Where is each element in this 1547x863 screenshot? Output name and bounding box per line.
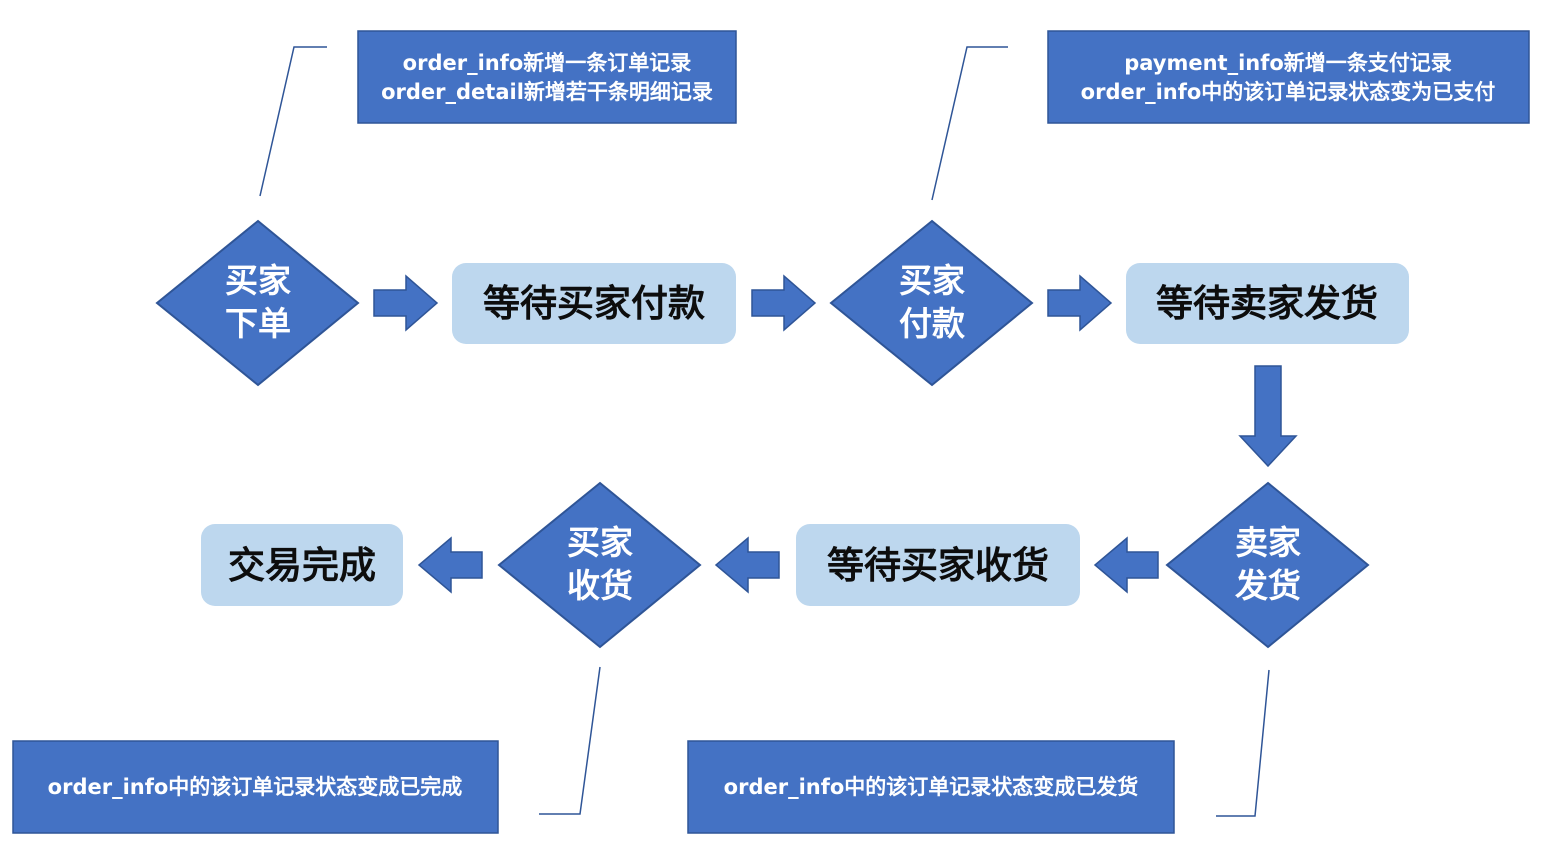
- arrow-right-2: [751, 274, 817, 332]
- decision-buyer-receive-line-2: 收货: [567, 566, 633, 605]
- state-wait-receive-label: 等待买家收货: [827, 544, 1049, 587]
- note-payment-line-2: order_info中的该订单记录状态变为已支付: [1081, 80, 1496, 104]
- arrow-right-1: [373, 274, 439, 332]
- callout-line-order: [259, 46, 327, 197]
- state-wait-ship-label: 等待卖家发货: [1156, 282, 1378, 325]
- decision-seller-ship: 卖家 发货: [1165, 481, 1370, 649]
- decision-seller-ship-shape: [1165, 481, 1370, 649]
- state-wait-ship-box: [1126, 263, 1409, 344]
- arrow-left-3: [417, 536, 483, 594]
- callout-line-received: [539, 666, 601, 815]
- note-shipped-box: [687, 740, 1175, 834]
- decision-buyer-order-line-1: 买家: [225, 261, 291, 300]
- decision-buyer-pay-shape: [829, 219, 1034, 387]
- state-complete-label: 交易完成: [228, 544, 376, 587]
- note-payment-box: [1047, 30, 1530, 124]
- callout-line-shipped: [1216, 669, 1270, 817]
- decision-buyer-receive-shape: [497, 481, 702, 649]
- note-payment: payment_info新增一条支付记录 order_info中的该订单记录状态…: [1047, 30, 1530, 124]
- note-received: order_info中的该订单记录状态变成已完成: [12, 740, 499, 834]
- note-shipped-line-1: order_info中的该订单记录状态变成已发货: [724, 775, 1139, 799]
- decision-buyer-pay-line-2: 付款: [899, 304, 966, 343]
- decision-buyer-order-line-2: 下单: [225, 304, 291, 343]
- note-received-box: [12, 740, 499, 834]
- arrow-left-2: [714, 536, 780, 594]
- state-wait-pay-label: 等待买家付款: [483, 282, 705, 325]
- decision-buyer-pay: 买家 付款: [829, 219, 1034, 387]
- state-wait-receive-box: [796, 524, 1080, 606]
- decision-buyer-pay-line-1: 买家: [899, 261, 965, 300]
- arrow-down-1: [1238, 365, 1298, 468]
- callout-line-payment: [931, 46, 1008, 201]
- decision-buyer-order-shape: [155, 219, 360, 387]
- note-order-line-1: order_info新增一条订单记录: [403, 51, 692, 75]
- arrow-right-3: [1047, 274, 1113, 332]
- state-complete-box: [201, 524, 403, 606]
- state-wait-ship: 等待卖家发货: [1126, 263, 1409, 344]
- state-wait-pay: 等待买家付款: [452, 263, 736, 344]
- decision-seller-ship-line-2: 发货: [1235, 566, 1301, 605]
- note-order: order_info新增一条订单记录 order_detail新增若干条明细记录: [357, 30, 737, 124]
- decision-seller-ship-line-1: 卖家: [1235, 523, 1301, 562]
- decision-buyer-receive: 买家 收货: [497, 481, 702, 649]
- note-order-box: [357, 30, 737, 124]
- state-wait-receive: 等待买家收货: [796, 524, 1080, 606]
- note-payment-line-1: payment_info新增一条支付记录: [1124, 51, 1452, 75]
- decision-buyer-order: 买家 下单: [155, 219, 360, 387]
- note-received-line-1: order_info中的该订单记录状态变成已完成: [48, 775, 463, 799]
- callout-lines: [259, 46, 1270, 817]
- state-complete: 交易完成: [201, 524, 403, 606]
- decision-buyer-receive-line-1: 买家: [567, 523, 633, 562]
- note-order-line-2: order_detail新增若干条明细记录: [381, 80, 713, 104]
- note-shipped: order_info中的该订单记录状态变成已发货: [687, 740, 1175, 834]
- arrow-left-1: [1093, 536, 1159, 594]
- state-wait-pay-box: [452, 263, 736, 344]
